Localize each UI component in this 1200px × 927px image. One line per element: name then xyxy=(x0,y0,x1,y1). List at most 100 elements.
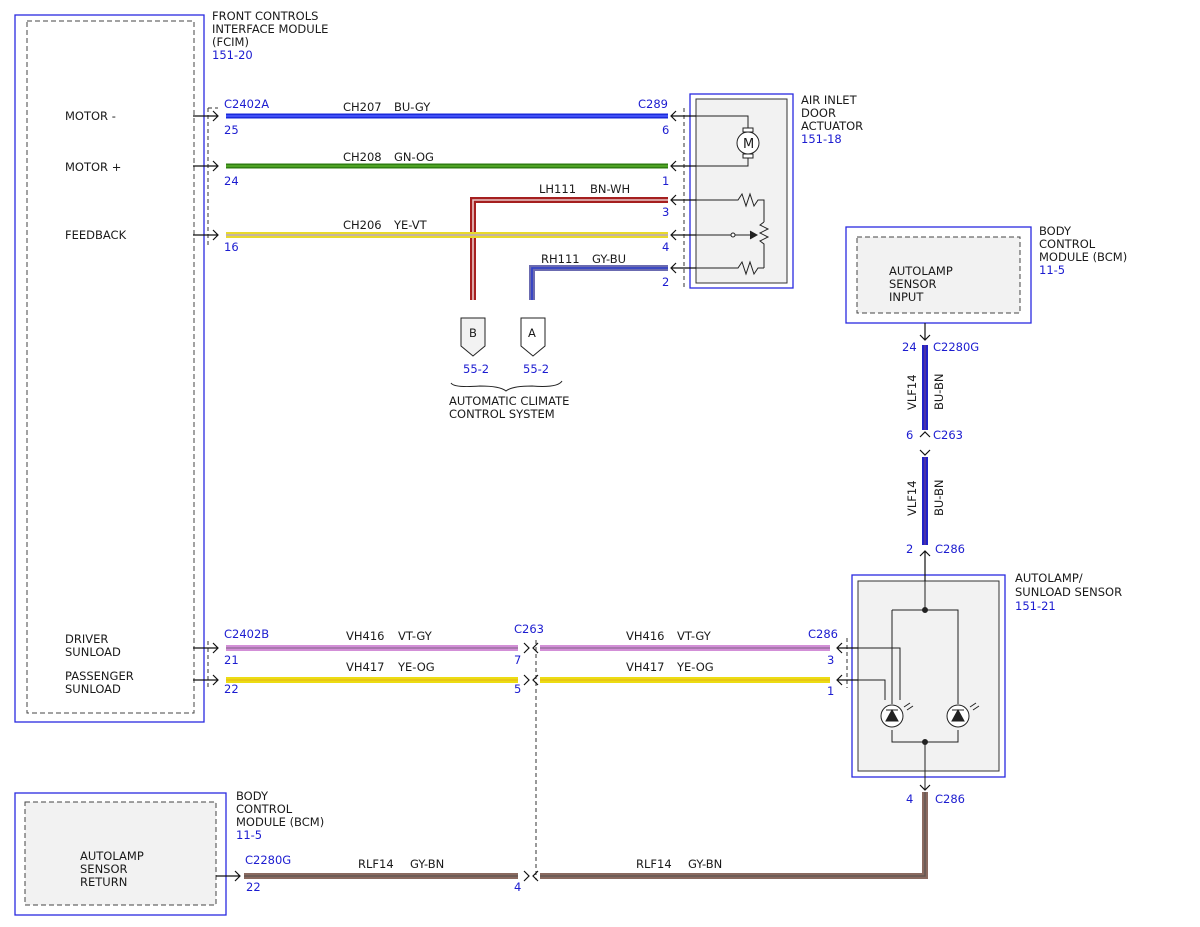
label-c2402a: C2402A xyxy=(224,97,269,111)
arrow-bcm-top-24 xyxy=(919,323,931,341)
wire-rh111 xyxy=(529,265,668,300)
bcm-bottom-input-3: RETURN xyxy=(80,875,127,889)
potentiometer-icon xyxy=(684,192,770,276)
pin-25: 25 xyxy=(224,123,239,137)
fcim-title-1: FRONT CONTROLS xyxy=(212,9,318,23)
sensor-circuit xyxy=(838,581,959,790)
system-brace xyxy=(450,380,563,392)
offpage-b-ref: 55-2 xyxy=(463,362,489,376)
bcm-top-title-1: BODY xyxy=(1039,224,1072,238)
bcm-top-title-3: MODULE (BCM) xyxy=(1039,250,1127,264)
pin-4-inline: 4 xyxy=(514,880,521,894)
pin-2-sensor: 2 xyxy=(906,542,913,556)
vh417-id-right: VH417 xyxy=(626,660,664,674)
wire-rlf14 xyxy=(244,792,928,879)
offpage-connector-a[interactable]: A 55-2 xyxy=(520,317,549,376)
sensor-module: AUTOLAMP/ SUNLOAD SENSOR 151-21 xyxy=(838,571,1122,790)
fcim-pin-motor-minus: MOTOR - xyxy=(65,109,116,123)
vh417-color-left: YE-OG xyxy=(397,660,435,674)
fcim-pin-passenger-sunload-1: PASSENGER xyxy=(65,669,134,683)
label-c2280g-top: C2280G xyxy=(933,340,979,354)
actuator-module: AIR INLET DOOR ACTUATOR 151-18 M xyxy=(684,93,863,289)
arrow-fcim-16 xyxy=(193,229,219,241)
fcim-title-3: (FCIM) xyxy=(212,35,249,49)
system-label-1: AUTOMATIC CLIMATE xyxy=(449,394,569,408)
bcm-top-input-1: AUTOLAMP xyxy=(889,264,953,278)
pin-24: 24 xyxy=(224,174,239,188)
pin-16: 16 xyxy=(224,240,239,254)
pin-4-sensor: 4 xyxy=(906,792,913,806)
rh111-color: GY-BU xyxy=(592,252,626,266)
arrow-sensor-4 xyxy=(919,784,931,791)
photodiode-right-icon xyxy=(946,702,980,728)
vlf14-id-upper: VLF14 xyxy=(905,374,919,410)
actuator-title-1: AIR INLET xyxy=(801,93,858,107)
arrow-sensor-3 xyxy=(836,642,858,654)
bcm-bottom-inner xyxy=(24,801,217,906)
arrow-c263-7 xyxy=(523,642,539,654)
offpage-a-ref: 55-2 xyxy=(523,362,549,376)
fcim-module: FRONT CONTROLS INTERFACE MODULE (FCIM) 1… xyxy=(14,9,328,723)
pin-1: 1 xyxy=(662,174,669,188)
pin-2: 2 xyxy=(662,275,669,289)
arrow-fcim-24 xyxy=(193,160,219,172)
bcm-top-inner xyxy=(856,236,1021,314)
arrow-act-4 xyxy=(670,229,696,241)
rh111-id: RH111 xyxy=(541,252,580,266)
vh416-color-right: VT-GY xyxy=(677,629,712,643)
fcim-pin-driver-sunload-2: SUNLOAD xyxy=(65,645,121,659)
ch207-color: BU-GY xyxy=(394,100,431,114)
label-c286-top: C286 xyxy=(935,542,965,556)
ch206-id: CH206 xyxy=(343,218,382,232)
bcm-bottom-title-3: MODULE (BCM) xyxy=(236,815,324,829)
label-c289: C289 xyxy=(638,97,668,111)
bcm-top-ref: 11-5 xyxy=(1039,263,1065,277)
pin-6-inline: 6 xyxy=(906,428,913,442)
fcim-pin-motor-plus: MOTOR + xyxy=(65,160,121,174)
rlf14-color-left: GY-BN xyxy=(410,857,444,871)
label-c286-sensor: C286 xyxy=(808,627,838,641)
pin-3-sensor: 3 xyxy=(827,653,834,667)
label-c2402b: C2402B xyxy=(224,627,269,641)
pin-22: 22 xyxy=(224,682,239,696)
lh111-color: BN-WH xyxy=(590,182,630,196)
photodiode-left-icon xyxy=(880,702,914,728)
fcim-outline xyxy=(14,14,205,723)
ch208-color: GN-OG xyxy=(394,150,434,164)
system-label-2: CONTROL SYSTEM xyxy=(449,407,555,421)
arrow-fcim-25 xyxy=(193,110,219,122)
arrow-act-1 xyxy=(670,160,696,172)
bcm-bottom-title-2: CONTROL xyxy=(236,802,293,816)
arrow-act-2 xyxy=(670,262,696,274)
actuator-title-2: DOOR xyxy=(801,106,836,120)
fcim-connector-outlines xyxy=(207,107,218,690)
fcim-pin-feedback: FEEDBACK xyxy=(65,228,127,242)
pin-7: 7 xyxy=(514,653,521,667)
fcim-pin-passenger-sunload-2: SUNLOAD xyxy=(65,682,121,696)
fcim-inner-dashed xyxy=(26,20,195,714)
actuator-inner xyxy=(695,98,788,284)
pin-arrows xyxy=(193,110,931,882)
offpage-b-letter: B xyxy=(469,326,477,340)
pin-6: 6 xyxy=(662,123,669,137)
pin-24-bcm: 24 xyxy=(902,340,917,354)
svg-text:M: M xyxy=(743,137,754,152)
bcm-bottom-module: AUTOLAMP SENSOR RETURN BODY CONTROL MODU… xyxy=(14,789,324,916)
bcm-bottom-title-1: BODY xyxy=(236,789,269,803)
fcim-ref: 151-20 xyxy=(212,48,253,62)
arrow-c263-6 xyxy=(919,431,931,456)
arrow-c263-4 xyxy=(523,870,539,882)
actuator-ref: 151-18 xyxy=(801,132,842,146)
ch206-color: YE-VT xyxy=(393,218,428,232)
bcm-bottom-input-1: AUTOLAMP xyxy=(80,849,144,863)
offpage-connector-b[interactable]: B 55-2 xyxy=(460,317,489,376)
lh111-id: LH111 xyxy=(539,182,576,196)
label-c286-bottom: C286 xyxy=(935,792,965,806)
pin-21: 21 xyxy=(224,653,239,667)
rlf14-id-left: RLF14 xyxy=(358,857,394,871)
bcm-top-module: AUTOLAMP SENSOR INPUT BODY CONTROL MODUL… xyxy=(845,224,1127,324)
bcm-bottom-ref: 11-5 xyxy=(236,828,262,842)
ch208-id: CH208 xyxy=(343,150,382,164)
arrow-act-6 xyxy=(670,110,696,122)
vlf14-id-lower: VLF14 xyxy=(905,480,919,516)
